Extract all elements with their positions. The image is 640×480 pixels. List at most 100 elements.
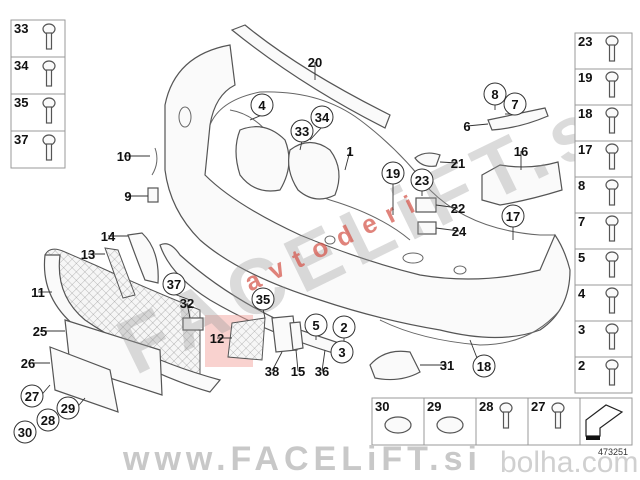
callout-4: 4 [249,93,274,121]
screw-shank-icon [608,80,616,98]
cover-cap-part-21 [414,152,441,167]
callout-circle [251,287,275,311]
leader-line [466,123,489,127]
screw-shank-icon [554,411,562,429]
right-inset-18: 18 [574,104,633,142]
inset-cell [574,356,633,394]
bottom-inset-30: 30 [371,397,425,446]
callout-22: 22 [435,201,465,216]
inset-label: 7 [578,214,585,229]
callout-circle [162,272,186,296]
diagram-number: 473251 [598,447,629,457]
callout-17: 17 [501,204,525,240]
inset-label: 2 [578,358,585,373]
inset-label: 17 [578,142,592,157]
bottom-inset-28: 28 [475,397,529,446]
washer-icon [436,416,464,434]
leader-line [344,150,351,171]
left-inset-37: 37 [10,130,66,169]
callout-26: 26 [21,356,50,371]
right-inset-19: 19 [574,68,633,106]
right-inset-5: 5 [574,248,633,286]
right-inset-4: 4 [574,284,633,322]
upper-trim-strip [230,24,391,129]
callout-number: 2 [340,320,347,335]
inset-label: 28 [479,399,493,414]
inset-cell [574,104,633,142]
callout-number: 20 [308,55,322,70]
leader-line [321,349,326,372]
callout-25: 25 [33,324,65,339]
fog-cover-part-14 [127,232,159,284]
grille-frame [43,254,222,393]
watermark-site: bolha.com [500,446,639,479]
callout-9: 9 [124,189,148,204]
callout-number: 19 [386,166,400,181]
right-inset-3: 3 [574,320,633,358]
callout-circle [36,408,60,432]
callout-number: 24 [452,224,467,239]
callout-29: 29 [56,396,86,420]
inset-cell [574,32,633,70]
leader-line [262,308,266,319]
screw-shank-icon [608,296,616,314]
inset-label: 34 [14,58,29,73]
callout-number: 26 [21,356,35,371]
callout-number: 12 [210,331,224,346]
inset-label: 5 [578,250,585,265]
callout-number: 14 [101,229,116,244]
callout-number: 7 [511,97,518,112]
callout-19: 19 [381,161,405,215]
callout-number: 6 [463,119,470,134]
callout-38: 38 [265,351,283,379]
left-inset-33: 33 [10,19,66,58]
callout-circle [20,384,44,408]
callout-11: 11 [31,285,52,300]
callout-37: 37 [162,272,191,301]
front-bumper-cover [164,44,571,346]
callout-number: 10 [117,149,131,164]
callout-32: 32 [180,296,194,319]
callout-number: 28 [41,413,55,428]
callout-number: 4 [258,98,266,113]
callout-3: 3 [330,340,354,364]
screw-shank-icon [608,44,616,62]
inset-label: 4 [578,286,586,301]
callout-18: 18 [469,339,496,378]
callout-13: 13 [81,247,105,262]
callout-30: 30 [13,420,37,444]
leader-line [435,227,460,232]
air-duct-part-16 [481,161,563,206]
washer-icon [384,416,412,434]
callout-number: 30 [18,425,32,440]
callout-circle [410,168,434,192]
callout-number: 3 [338,345,345,360]
screw-shank-icon [608,332,616,350]
callout-number: 22 [451,201,465,216]
callout-circle [304,313,328,337]
callout-number: 17 [506,209,520,224]
callout-number: 9 [124,189,131,204]
callout-number: 36 [315,364,329,379]
callout-number: 8 [491,87,498,102]
leader-line [435,204,459,209]
right-inset-17: 17 [574,140,633,178]
inset-label: 19 [578,70,592,85]
right-inset-23: 23 [574,32,633,70]
callout-15: 15 [291,349,305,379]
screw-shank-icon [608,368,616,386]
part-9 [147,187,159,203]
callout-36: 36 [315,349,329,379]
inset-cell [10,19,66,58]
callout-number: 13 [81,247,95,262]
callout-circle [483,82,507,106]
inset-label: 37 [14,132,28,147]
leader-line [309,126,323,141]
bracket-part-32 [182,317,204,331]
callout-12: 12 [210,331,232,346]
callout-number: 25 [33,324,47,339]
inset-label: 35 [14,95,28,110]
